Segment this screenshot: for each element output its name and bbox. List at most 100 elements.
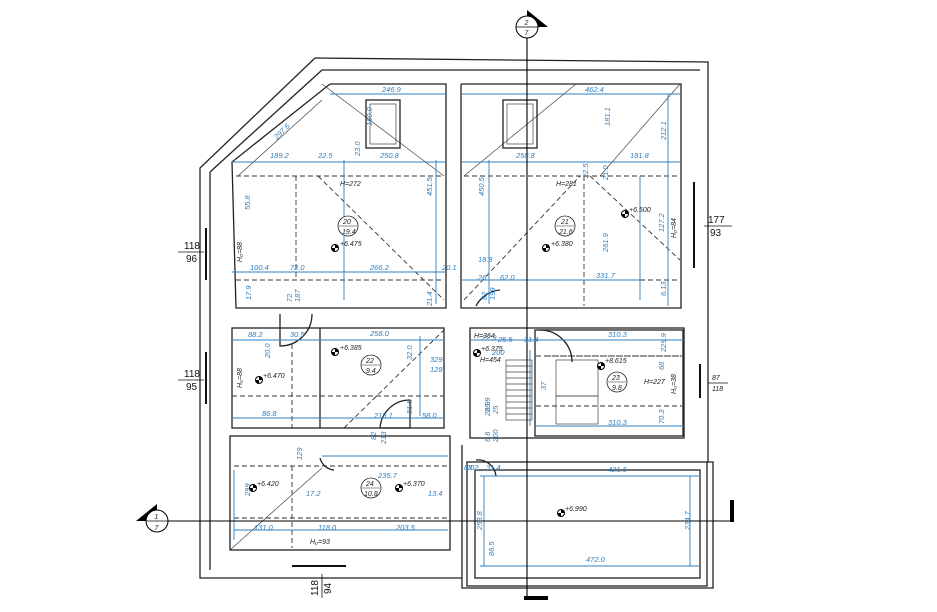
section-line-horizontal: [158, 500, 734, 522]
dimension-label: 258.0: [369, 329, 390, 338]
dimension-label: 55.8: [243, 195, 252, 210]
room-21-num: 21: [560, 219, 569, 226]
dimension-label: 58.0: [422, 411, 437, 420]
dimension-label: 31.4: [486, 463, 501, 472]
window-label-4-top: 87: [712, 375, 721, 382]
level-7: +8.615: [605, 358, 627, 365]
room-tag-22: 22 9.4: [360, 354, 382, 376]
dimension-label: 72: [285, 293, 294, 302]
room-20-area: 19.4: [342, 229, 356, 236]
room-24-num: 24: [365, 481, 374, 488]
dimension-label: 297.6: [271, 121, 292, 142]
window-label-4-bottom: 118: [712, 386, 723, 393]
dimension-label: 215.1: [373, 411, 393, 420]
dimension-label: 22.5: [317, 151, 333, 160]
dimension-label: 82: [480, 291, 489, 300]
level-3: +6.500: [629, 207, 651, 214]
window-label-4: 87 118: [708, 375, 728, 393]
dashed-lines: [232, 175, 682, 548]
height-4: H₀=88: [237, 242, 244, 262]
height-labels: H=272 H=281 H₀=84 H₀=88 H=364 H=454 H=22…: [237, 181, 678, 546]
room-22-num: 22: [365, 358, 374, 365]
dimension-label: 462.4: [585, 85, 604, 94]
window-label-1-top: 118: [184, 241, 200, 252]
window-label-2: 118 95: [178, 369, 204, 393]
dimension-label: 212.1: [659, 121, 668, 141]
level-4: +6.385: [340, 345, 362, 352]
dimension-label: 200: [491, 348, 505, 357]
room-21-area: 21.6: [558, 229, 573, 236]
dimension-label: 253.8: [475, 510, 484, 531]
dimension-label: 32.0: [405, 345, 414, 360]
dimension-label: 68: [657, 361, 666, 370]
roof-lines: [229, 83, 681, 551]
height-8: H₀=38: [671, 374, 678, 394]
dimension-label: 213: [379, 431, 388, 445]
level-1: +6.475: [340, 241, 362, 248]
dimension-label: 129: [295, 447, 304, 460]
window-label-3-bottom: 93: [710, 228, 722, 239]
dimension-label: 18.8: [478, 255, 493, 264]
dimension-label: 81.5: [405, 399, 414, 414]
doors: [279, 289, 573, 477]
dimension-label: 23.0: [353, 141, 362, 157]
dimension-label: 6.6: [483, 431, 492, 442]
dimension-label: 331.7: [596, 271, 616, 280]
room-tag-24: 24 10.8: [360, 477, 382, 499]
dimension-label: 472.0: [586, 555, 606, 564]
section-marker-top-sheet: 7: [525, 30, 530, 37]
dimension-label: 199: [488, 287, 497, 300]
room-20-num: 20: [342, 219, 351, 226]
dimension-label: 450.5: [477, 176, 486, 196]
window-label-5: 118 94: [310, 574, 334, 598]
dimension-label: 62.0: [500, 273, 515, 282]
dimension-label: 160.0: [365, 106, 374, 126]
height-10: H₀=93: [310, 539, 330, 546]
dimension-label: 25.5: [497, 335, 513, 344]
dimension-label: 21.4: [425, 291, 434, 307]
dimension-label: 88.2: [248, 330, 263, 339]
skylight: [365, 99, 538, 149]
dimension-label: 17.9: [244, 285, 253, 300]
stairs: [505, 359, 599, 425]
dimension-label: 70.3: [657, 409, 666, 424]
dimension-label: 310.3: [608, 330, 628, 339]
section-marker-left-sheet: 7: [155, 525, 160, 532]
dimension-label: 6.13: [659, 281, 668, 296]
dimension-label: 250.8: [379, 151, 400, 160]
height-3: H₀=84: [671, 218, 678, 238]
dimension-label: 20.1: [441, 263, 457, 272]
room-24-area: 10.8: [364, 491, 378, 498]
dimension-label: 118.0: [318, 523, 337, 532]
room-23-area: 9.8: [612, 385, 622, 392]
window-openings: [205, 182, 701, 567]
dimension-label: 261.9: [601, 232, 610, 253]
height-6: H=454: [480, 357, 501, 364]
height-5: H=364: [474, 333, 495, 340]
dimension-label: 234.7: [683, 510, 692, 531]
level-marker: +6.475 +6.380 +6.500 +6.385 +6.470 +6.37…: [249, 207, 651, 517]
dimension-label: 72.0: [290, 263, 305, 272]
level-2: +6.380: [551, 241, 573, 248]
dimension-label: 451.5: [425, 176, 434, 196]
dimension-label: 200: [491, 429, 500, 443]
dimension-label: 310.3: [608, 418, 628, 427]
window-label-2-top: 118: [184, 369, 200, 380]
dimension-label: 83.2: [464, 463, 479, 472]
section-marker-top-num: 2: [524, 20, 529, 27]
height-9: H₀=88: [237, 368, 244, 388]
room-tag-20: 20 19.4: [337, 215, 359, 237]
room-tag-21: 21 21.6: [554, 215, 576, 237]
window-label-2-bottom: 95: [186, 382, 198, 393]
window-label-5-top: 118: [310, 580, 321, 596]
dimension-label: 229.9: [659, 332, 668, 353]
height-2: H=281: [556, 181, 577, 188]
section-marker-left-num: 1: [155, 514, 159, 521]
dimension-label: 131.0: [254, 523, 274, 532]
dimension-label: 86.8: [262, 409, 277, 418]
section-marker-top: 2 7: [515, 10, 548, 39]
dimension-label: 187: [293, 289, 302, 302]
outer-walls: [199, 57, 714, 589]
